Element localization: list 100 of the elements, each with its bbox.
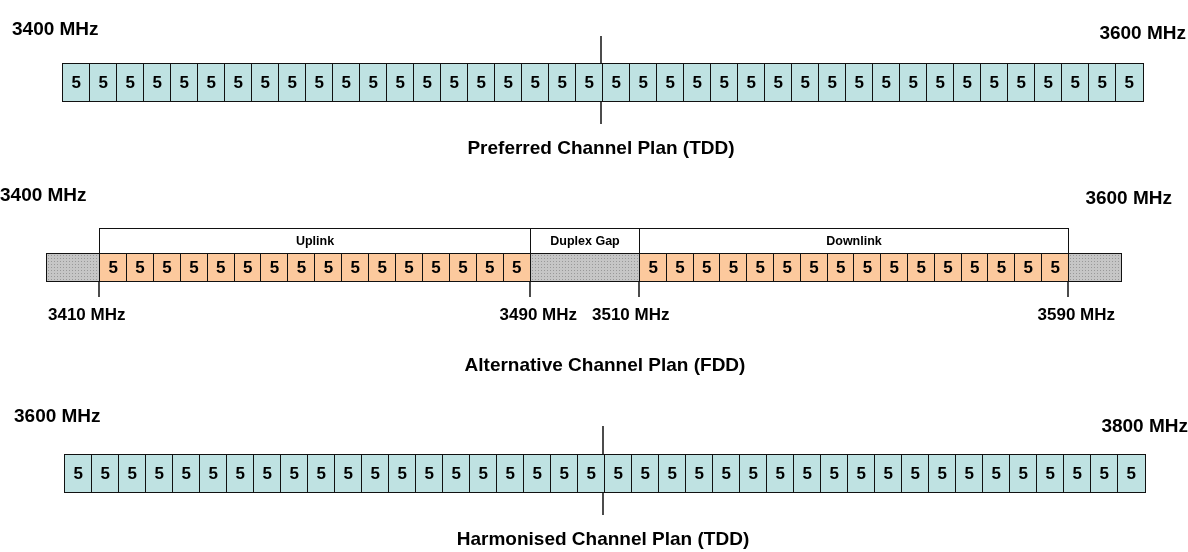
channel-cell: 5 [62,63,91,102]
channel-cell: 5 [1014,253,1043,282]
channel-cell: 5 [388,454,417,493]
frequency-label: 3600 MHz [1085,187,1172,209]
channel-cell: 5 [1117,454,1146,493]
channel-cell: 5 [928,454,957,493]
frequency-label: 3800 MHz [1101,415,1188,437]
channel-cell: 5 [793,454,822,493]
frequency-label: 3410 MHz [48,305,126,325]
channel-cell: 5 [1007,63,1036,102]
channel-cell: 5 [224,63,253,102]
channel-cell: 5 [361,454,390,493]
channel-cell: 5 [980,63,1009,102]
channel-cell: 5 [791,63,820,102]
channel-cell: 5 [872,63,901,102]
channel-cell: 5 [413,63,442,102]
channel-cell: 5 [172,454,201,493]
channel-cell: 5 [386,63,415,102]
channel-cell: 5 [332,63,361,102]
channel-cell: 5 [314,253,343,282]
channel-cell: 5 [469,454,498,493]
guard-band-bar [1068,253,1122,282]
frequency-label: 3600 MHz [14,405,101,427]
frequency-label: 3490 MHz [499,305,577,325]
channel-cell: 5 [987,253,1016,282]
frequency-label: 3510 MHz [592,305,670,325]
channel-cell: 5 [440,63,469,102]
channel-cell: 5 [475,253,504,282]
channel-cell: 5 [604,454,633,493]
frequency-label: 3600 MHz [1099,22,1186,44]
channel-cell: 5 [1061,63,1090,102]
channel-cell: 5 [764,63,793,102]
channel-cell: 5 [845,63,874,102]
channel-cell: 5 [199,454,228,493]
channel-cell: 5 [982,454,1011,493]
channel-cell: 5 [960,253,989,282]
channel-cell: 5 [710,63,739,102]
channel-cell: 5 [197,63,226,102]
channel-cell: 5 [548,63,577,102]
channel-cell: 5 [692,253,721,282]
channel-cell: 5 [853,253,882,282]
channel-cell: 5 [820,454,849,493]
channel-cell: 5 [118,454,147,493]
channel-cell: 5 [602,63,631,102]
channel-cell: 5 [1090,454,1119,493]
channel-cell: 5 [494,63,523,102]
channel-cell: 5 [305,63,334,102]
channel-cell: 5 [953,63,982,102]
channel-cell: 5 [926,63,955,102]
channel-cell: 5 [91,454,120,493]
channel-cell: 5 [368,253,397,282]
channel-cell: 5 [737,63,766,102]
channel-cell: 5 [287,253,316,282]
channel-cell: 5 [521,63,550,102]
channel-cell: 5 [639,253,668,282]
channel-cell: 5 [631,454,660,493]
channel-cell: 5 [746,253,775,282]
channel-cell: 5 [826,253,855,282]
channel-cell: 5 [818,63,847,102]
channel-cell: 5 [89,63,118,102]
channel-cell: 5 [523,454,552,493]
channel-cell: 5 [442,454,471,493]
channel-cell: 5 [278,63,307,102]
channel-cell: 5 [116,63,145,102]
plan-title: Alternative Channel Plan (FDD) [464,354,746,376]
channel-cell: 5 [64,454,93,493]
channel-cell: 5 [415,454,444,493]
channel-cell: 5 [1088,63,1117,102]
channel-cell: 5 [1115,63,1144,102]
channel-cell: 5 [683,63,712,102]
channel-cell: 5 [1009,454,1038,493]
channel-cell: 5 [685,454,714,493]
channel-cell: 5 [251,63,280,102]
channel-cell: 5 [334,454,363,493]
channel-cell: 5 [145,454,174,493]
channel-cell: 5 [712,454,741,493]
channel-cell: 5 [467,63,496,102]
channel-cell: 5 [496,454,525,493]
guard-band-bar [46,253,100,282]
channel-cell: 5 [1036,454,1065,493]
channel-cell: 5 [233,253,262,282]
channel-cell: 5 [307,454,336,493]
frequency-label: 3590 MHz [1037,305,1115,325]
channel-cell: 5 [260,253,289,282]
channel-cell: 5 [99,253,128,282]
channel-cell: 5 [341,253,370,282]
channel-cell: 5 [253,454,282,493]
channel-cell: 5 [766,454,795,493]
guard-band-bar [530,253,640,282]
channel-cell: 5 [502,253,531,282]
channel-cell: 5 [658,454,687,493]
plan-title: Preferred Channel Plan (TDD) [467,137,735,159]
channel-cell: 5 [656,63,685,102]
channel-cell: 5 [359,63,388,102]
channel-cell: 5 [719,253,748,282]
channel-cell: 5 [575,63,604,102]
channel-cell: 5 [899,63,928,102]
channel-cell: 5 [226,454,255,493]
channel-cell: 5 [739,454,768,493]
channel-cell: 5 [874,454,903,493]
